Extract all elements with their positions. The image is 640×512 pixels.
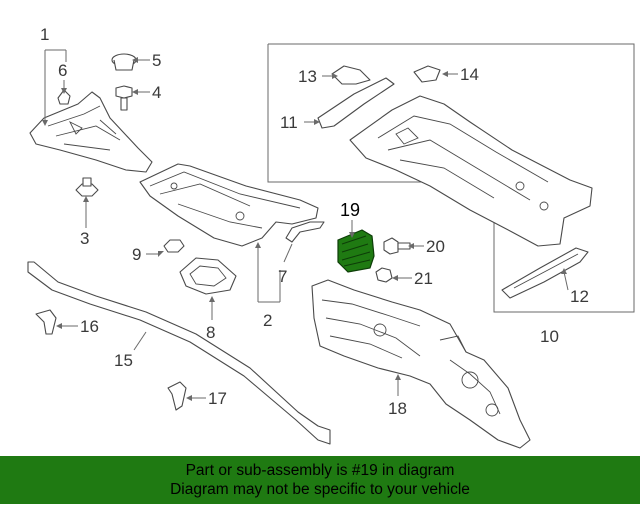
clip-16 [35, 309, 57, 335]
callout-20: 20 [426, 237, 445, 256]
callout-17: 17 [208, 389, 227, 408]
cowl-panel-left [29, 91, 153, 173]
cover-8 [179, 257, 237, 295]
cowl-top-10 [349, 95, 593, 247]
callout-13: 13 [298, 67, 317, 86]
callout-19: 19 [340, 200, 360, 220]
footer-banner: Part or sub-assembly is #19 in diagram D… [0, 456, 640, 504]
callout-10: 10 [540, 327, 559, 346]
callout-11: 11 [280, 113, 298, 132]
footer-line-2: Diagram may not be specific to your vehi… [170, 481, 470, 498]
inset-frame [267, 43, 635, 313]
callout-9: 9 [132, 245, 141, 264]
footer-line-1: Part or sub-assembly is #19 in diagram [185, 462, 455, 479]
bolt-20 [383, 237, 411, 255]
callout-8: 8 [206, 323, 215, 342]
nut-21 [375, 267, 393, 283]
grommet-3 [75, 177, 99, 197]
callout-16: 16 [80, 317, 99, 336]
dash-panel-18 [311, 279, 531, 449]
leader-lines [42, 49, 569, 401]
bracket-12 [501, 247, 589, 299]
seal-strip-7 [285, 221, 325, 243]
callout-4: 4 [152, 83, 161, 102]
bolt-4 [115, 85, 133, 111]
callout-12: 12 [570, 287, 589, 306]
cowl-panel-center [139, 163, 319, 247]
grommet-9 [163, 239, 185, 253]
callout-15: 15 [114, 351, 133, 370]
callout-5: 5 [152, 51, 161, 70]
seal-15 [27, 261, 331, 445]
clip-17 [167, 381, 187, 411]
callout-18: 18 [388, 399, 407, 418]
insulator-19-highlighted [337, 229, 375, 273]
cap-5 [111, 53, 137, 71]
callout-21: 21 [414, 269, 433, 288]
bracket-14 [413, 65, 441, 83]
bracket-11 [317, 77, 395, 129]
callout-7: 7 [278, 267, 287, 286]
callout-14: 14 [460, 65, 479, 84]
callout-2: 2 [263, 311, 272, 330]
bracket-13 [331, 65, 371, 85]
callout-6: 6 [58, 61, 67, 80]
callout-3: 3 [80, 229, 89, 248]
callout-1: 1 [40, 25, 49, 44]
callout-labels: 1 6 5 4 3 9 8 2 7 15 16 17 18 19 20 21 1… [40, 25, 589, 418]
